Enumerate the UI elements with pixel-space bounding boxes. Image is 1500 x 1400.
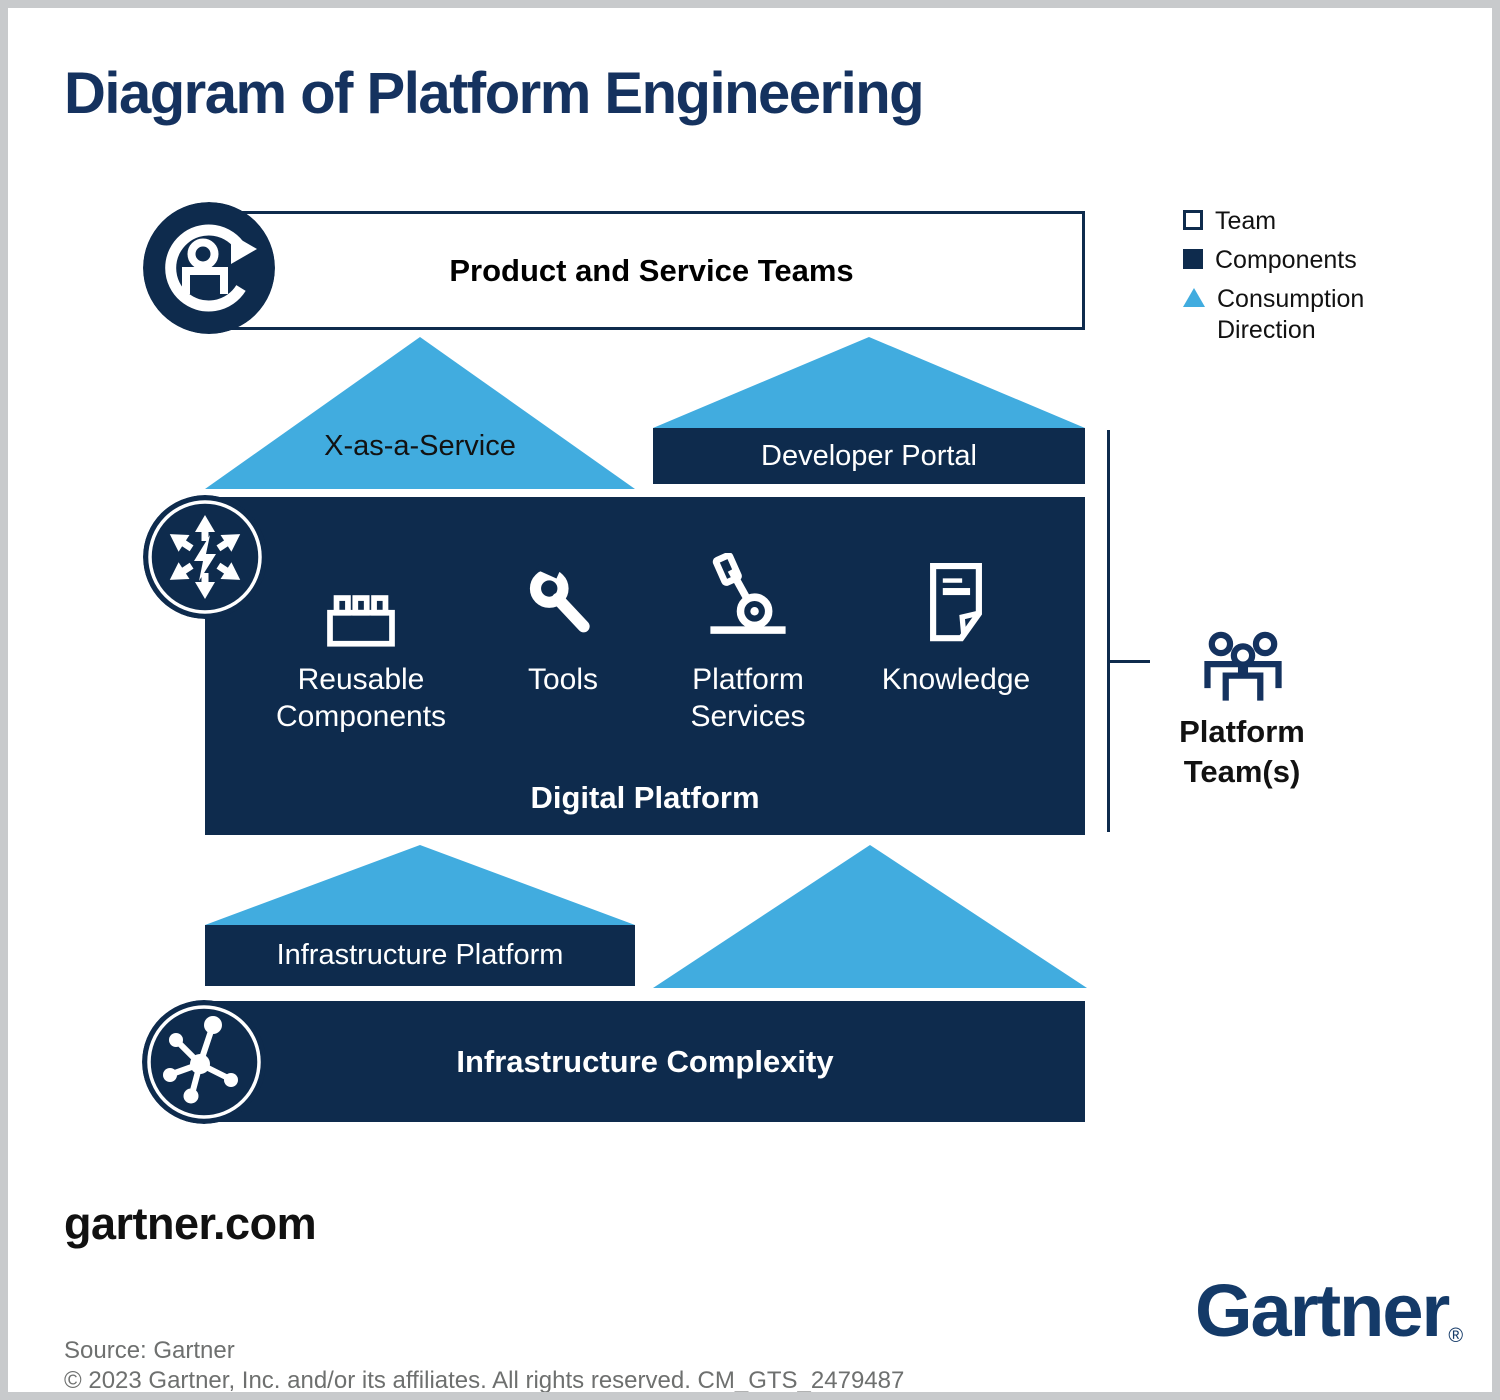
digital-platform-box: Reusable Components Tools bbox=[205, 497, 1085, 835]
platform-teams-bracket bbox=[1107, 430, 1110, 832]
dp-item-platform-services: Platform Services bbox=[638, 552, 858, 735]
legend-item-team: Team bbox=[1183, 206, 1413, 237]
registered-mark: ® bbox=[1448, 1325, 1464, 1347]
platform-teams-bracket-tick bbox=[1107, 660, 1150, 663]
product-service-teams-box: Product and Service Teams bbox=[218, 211, 1085, 330]
consumption-triangle-icon bbox=[1183, 288, 1205, 307]
legend-label: Team bbox=[1215, 207, 1277, 235]
dp-item-label: Platform Services bbox=[690, 663, 806, 733]
components-square-icon bbox=[1183, 249, 1203, 269]
developer-portal-triangle bbox=[653, 337, 1085, 428]
infrastructure-platform-box: Infrastructure Platform bbox=[205, 925, 635, 986]
infrastructure-platform-triangle bbox=[205, 845, 635, 925]
people-group-icon bbox=[1204, 631, 1282, 701]
dp-item-tools: Tools bbox=[453, 552, 673, 698]
infrastructure-platform-label: Infrastructure Platform bbox=[276, 939, 564, 971]
legend-item-components: Components bbox=[1183, 245, 1413, 276]
dp-item-label: Reusable Components bbox=[275, 663, 447, 733]
dp-item-label: Tools bbox=[527, 663, 599, 696]
digital-platform-caption: Digital Platform bbox=[530, 780, 760, 815]
infrastructure-complexity-bar: Infrastructure Complexity bbox=[205, 1001, 1085, 1122]
document-icon bbox=[846, 552, 1066, 647]
network-nodes-icon bbox=[142, 1000, 266, 1124]
developer-portal-box: Developer Portal bbox=[653, 428, 1085, 484]
legend-label: Components bbox=[1215, 246, 1357, 274]
dp-item-label: Knowledge bbox=[881, 663, 1031, 696]
source-line: Source: Gartner bbox=[64, 1337, 235, 1364]
infrastructure-complexity-label: Infrastructure Complexity bbox=[456, 1043, 834, 1079]
x-as-a-service-label-wrap: X-as-a-Service bbox=[205, 337, 635, 489]
team-square-icon bbox=[1183, 210, 1203, 230]
legend: Team Components Consumption Direction bbox=[1183, 206, 1413, 354]
wrench-icon bbox=[453, 552, 673, 647]
hub-arrows-bolt-icon bbox=[143, 495, 267, 619]
legend-label: Consumption Direction bbox=[1217, 285, 1365, 344]
dp-item-reusable-components: Reusable Components bbox=[251, 552, 471, 735]
dp-item-knowledge: Knowledge bbox=[846, 552, 1066, 698]
platform-lever-icon bbox=[638, 552, 858, 647]
gartner-logo: Gartner® bbox=[1195, 1269, 1464, 1352]
legend-item-consumption-direction: Consumption Direction bbox=[1183, 284, 1413, 346]
footer-smallprint: Source: Gartner © 2023 Gartner, Inc. and… bbox=[64, 1336, 904, 1396]
x-as-a-service-label: X-as-a-Service bbox=[324, 430, 516, 462]
developer-portal-label: Developer Portal bbox=[761, 439, 977, 472]
page-title: Diagram of Platform Engineering bbox=[64, 61, 925, 126]
copyright-line: © 2023 Gartner, Inc. and/or its affiliat… bbox=[64, 1367, 905, 1394]
platform-teams-label: Platform Team(s) bbox=[1179, 714, 1305, 789]
gartner-website-text: gartner.com bbox=[64, 1198, 317, 1249]
consumption-triangle-large bbox=[653, 845, 1087, 988]
product-service-teams-label: Product and Service Teams bbox=[449, 252, 854, 288]
person-refresh-icon bbox=[143, 202, 275, 334]
brick-icon bbox=[251, 552, 471, 647]
